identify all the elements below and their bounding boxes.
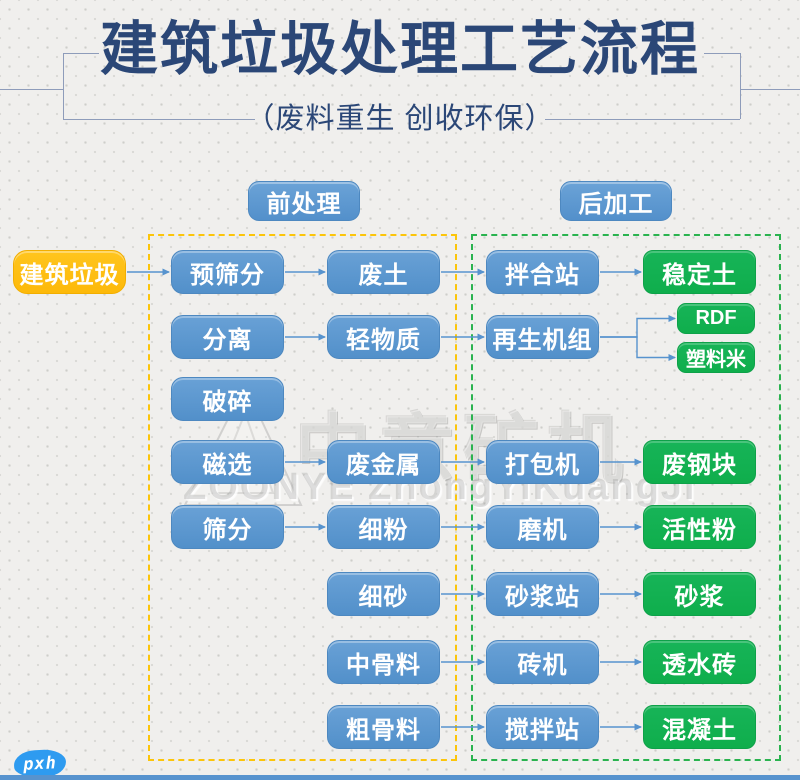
flow-node-banhezhan: 拌合站 (486, 250, 599, 294)
pxh-logo: pxh (13, 748, 67, 779)
flow-node-jiaobanzhan: 搅拌站 (486, 705, 599, 749)
flow-node-dabaoji: 打包机 (486, 440, 599, 484)
flow-node-hunningtu: 混凝土 (643, 705, 756, 749)
flow-node-rdf: RDF (677, 303, 755, 334)
flow-node-yushaifen: 预筛分 (171, 250, 284, 294)
frame-wing-right (740, 89, 800, 90)
frame-bottom-right-segment (545, 119, 740, 120)
flow-node-suliaomi: 塑料米 (677, 342, 755, 373)
frame-bottom-left-segment (63, 119, 255, 120)
page-title: 建筑垃圾处理工艺流程 (99, 17, 700, 82)
flow-node-cugu: 粗骨料 (327, 705, 440, 749)
flow-node-wendingtu: 稳定土 (643, 250, 756, 294)
frame-top-left-segment (63, 53, 99, 54)
flow-node-qingwuzhi: 轻物质 (327, 315, 440, 359)
flow-node-shajiangzhan: 砂浆站 (486, 572, 599, 616)
flow-node-posui: 破碎 (171, 377, 284, 421)
flow-node-src: 建筑垃圾 (13, 250, 126, 294)
flow-node-xisha: 细砂 (327, 572, 440, 616)
frame-left-vertical (63, 53, 64, 119)
frame-right-vertical (740, 53, 741, 119)
frame-wing-left (0, 89, 63, 90)
frame-top-right-segment (704, 53, 740, 54)
flow-node-toushuizhuan: 透水砖 (643, 640, 756, 684)
flow-node-zhonggu: 中骨料 (327, 640, 440, 684)
flow-node-xifen: 细粉 (327, 505, 440, 549)
flow-node-zhuanji: 砖机 (486, 640, 599, 684)
flow-node-shajiang: 砂浆 (643, 572, 756, 616)
flow-node-cixuan: 磁选 (171, 440, 284, 484)
flow-node-feigangkuai: 废钢块 (643, 440, 756, 484)
post-processing-group-frame (471, 234, 781, 761)
section-label-post-processing: 后加工 (560, 181, 672, 221)
pre-processing-group-frame (148, 234, 457, 761)
flow-node-huoxingfen: 活性粉 (643, 505, 756, 549)
flow-node-fenli: 分离 (171, 315, 284, 359)
flow-node-moji: 磨机 (486, 505, 599, 549)
flow-node-feitu: 废土 (327, 250, 440, 294)
section-label-pre-processing: 前处理 (248, 181, 360, 221)
flow-node-shaifen: 筛分 (171, 505, 284, 549)
bottom-accent-bar (0, 775, 800, 780)
page-subtitle: （废料重生 创收环保） (245, 103, 555, 135)
flow-node-zaishengjizu: 再生机组 (486, 315, 599, 359)
flow-node-feijinshu: 废金属 (327, 440, 440, 484)
